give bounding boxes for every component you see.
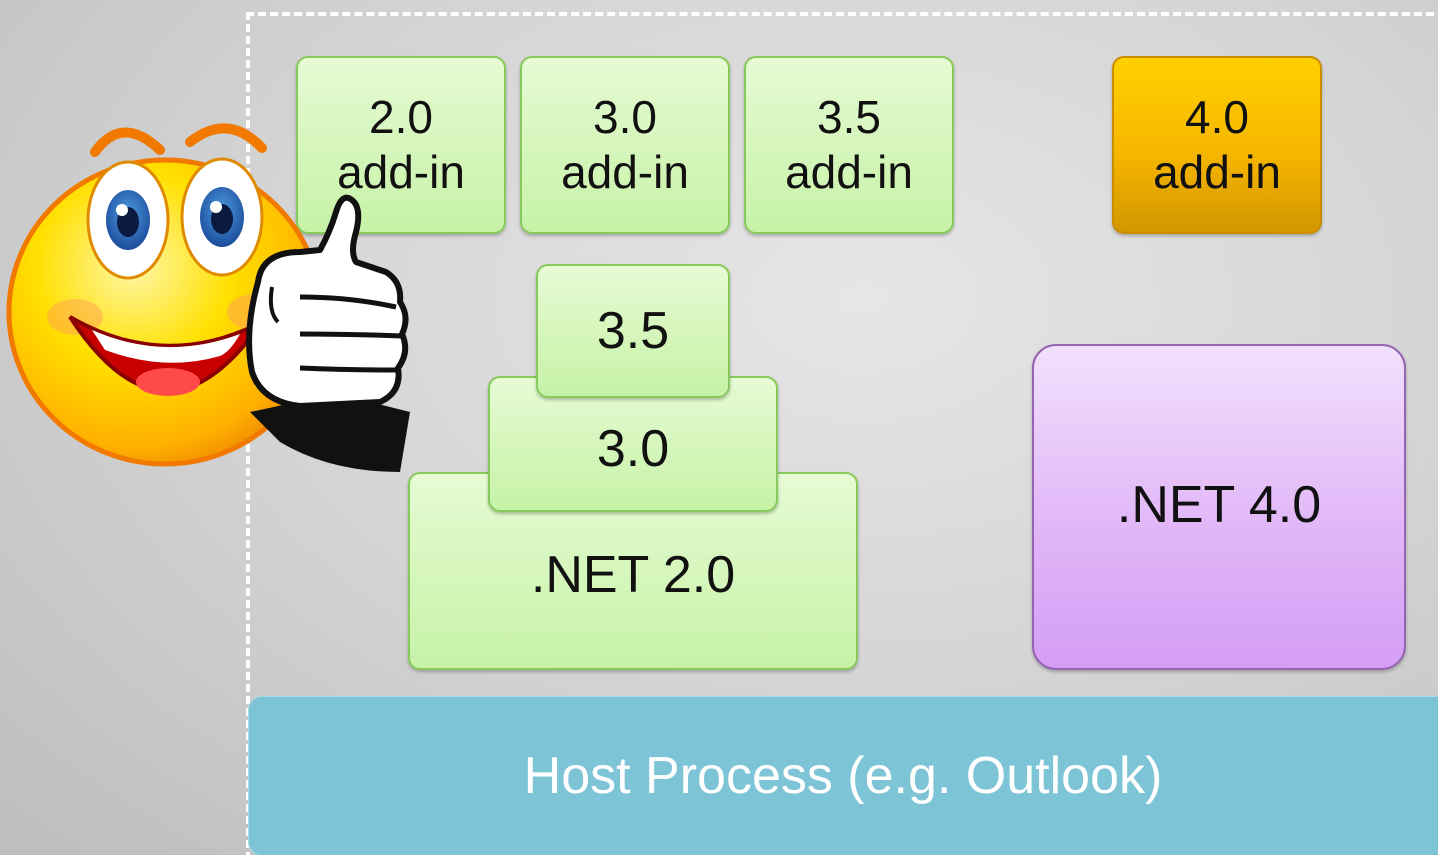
addin-3-0-box: 3.0 add-in bbox=[520, 56, 730, 234]
addin-3-5-box: 3.5 add-in bbox=[744, 56, 954, 234]
addin-3-5-version: 3.5 bbox=[817, 90, 881, 143]
net-3-5-box: 3.5 bbox=[536, 264, 730, 398]
host-process-bar: Host Process (e.g. Outlook) bbox=[248, 696, 1438, 855]
addin-2-0-label: add-in bbox=[337, 146, 465, 198]
addin-4-0-version: 4.0 bbox=[1185, 90, 1249, 143]
addin-4-0-box: 4.0 add-in bbox=[1112, 56, 1322, 234]
addin-3-0-version: 3.0 bbox=[593, 90, 657, 143]
addin-3-5-label: add-in bbox=[785, 146, 913, 198]
addin-2-0-box: 2.0 add-in bbox=[296, 56, 506, 234]
addin-3-0-label: add-in bbox=[561, 146, 689, 198]
addin-4-0-label: add-in bbox=[1153, 146, 1281, 198]
host-process-label: Host Process (e.g. Outlook) bbox=[523, 747, 1163, 805]
net-3-5-label: 3.5 bbox=[596, 301, 670, 360]
addin-2-0-version: 2.0 bbox=[369, 90, 433, 143]
net-2-0-label: .NET 2.0 bbox=[530, 546, 736, 604]
net-4-0-box: .NET 4.0 bbox=[1032, 344, 1406, 670]
net-3-0-label: 3.0 bbox=[596, 420, 670, 478]
net-4-0-label: .NET 4.0 bbox=[1116, 475, 1322, 534]
smiley-thumbs-up-icon bbox=[6, 123, 410, 472]
